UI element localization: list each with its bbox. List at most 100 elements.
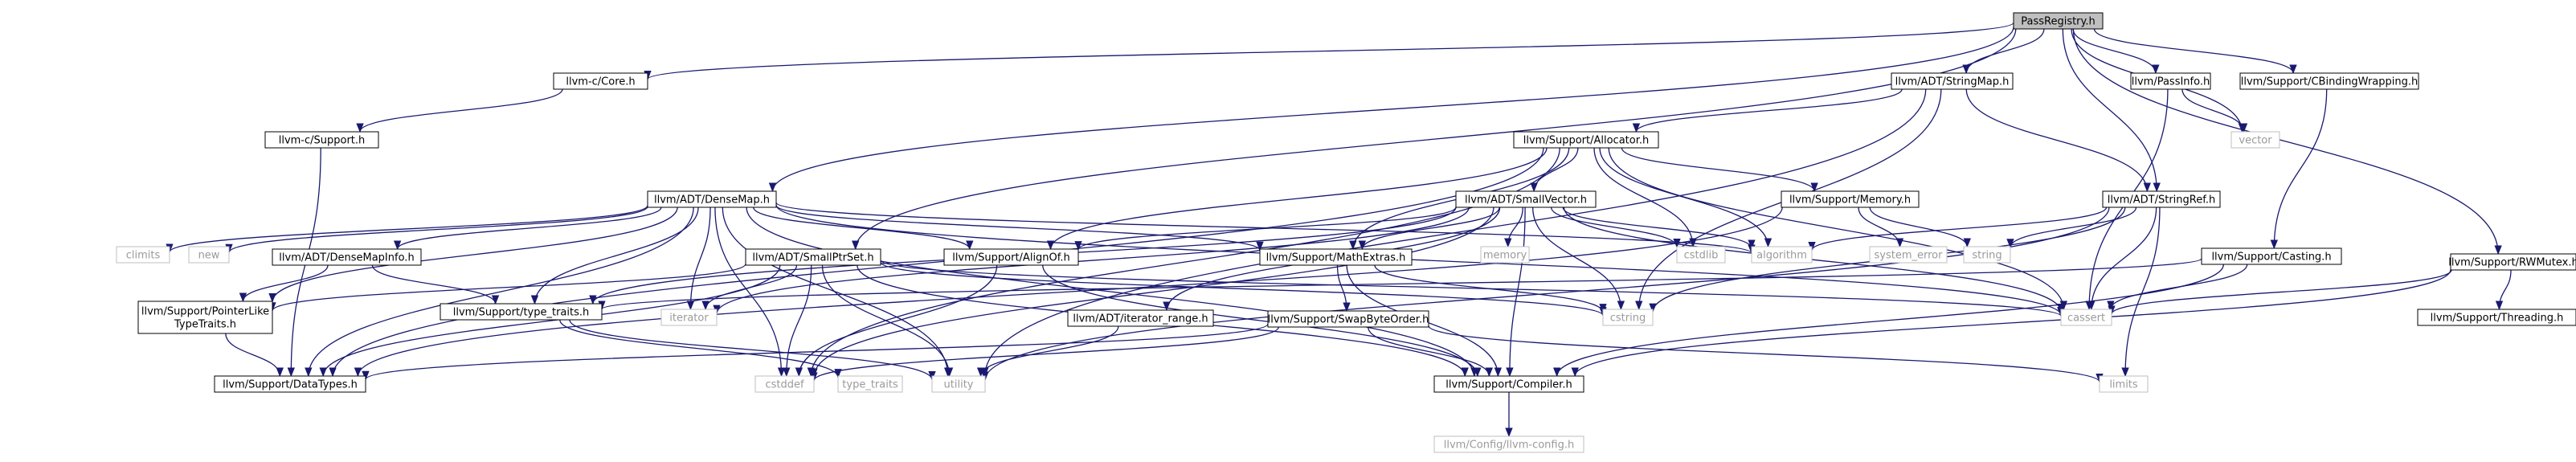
- edge-smallVector-to-cstdlib: [1550, 206, 1681, 248]
- node-box: [2450, 253, 2576, 271]
- node-cSupport[interactable]: llvm-c/Support.h: [264, 131, 379, 149]
- node-root[interactable]: PassRegistry.h: [2013, 12, 2104, 30]
- edge-stringRef-to-algorithm: [1808, 206, 2108, 251]
- node-box: [837, 375, 903, 393]
- edge-stringMap-to-allocator: [1632, 88, 1903, 133]
- node-rwMutex[interactable]: llvm/Support/RWMutex.h: [2448, 253, 2576, 271]
- node-iteratorRange[interactable]: llvm/ADT/iterator_range.h: [1067, 309, 1214, 327]
- node-dataTypes[interactable]: llvm/Support/DataTypes.h: [214, 375, 366, 393]
- edge-denseMapInfo-to-typeTraitsH: [371, 264, 500, 305]
- node-label: cstddef: [765, 379, 804, 391]
- edge-root-to-smallPtrSet: [852, 28, 2017, 251]
- node-label: new: [198, 250, 220, 262]
- edge-pointerLike-to-dataTypes: [225, 333, 284, 378]
- edge-root-to-stringMap: [1962, 28, 2045, 75]
- node-box: [1259, 248, 1413, 266]
- node-box: [2239, 72, 2419, 90]
- edge-cbinding-to-casting: [2270, 88, 2328, 250]
- node-box: [214, 375, 366, 393]
- node-label: llvm-c/Core.h: [566, 76, 635, 88]
- edges-layer: [166, 22, 2512, 438]
- edge-mathExtras-to-cstring: [1374, 264, 1607, 313]
- edge-allocator-to-smallVector: [1530, 147, 1579, 193]
- node-threading[interactable]: llvm/Support/Threading.h: [2417, 309, 2576, 326]
- node-box: [2230, 131, 2280, 149]
- node-box: [1480, 246, 1530, 264]
- node-vector: vector: [2230, 131, 2280, 149]
- node-label: llvm/Support/PointerLike: [141, 306, 269, 318]
- edge-swapByteOrder-to-limits: [1428, 325, 2104, 383]
- node-box: [2130, 72, 2211, 90]
- edge-denseMap-to-compiler: [746, 206, 1478, 378]
- node-memoryHdr: memory: [1480, 246, 1530, 264]
- node-label: llvm/ADT/DenseMapInfo.h: [279, 252, 414, 264]
- edge-smallPtrSet-to-pointerLike: [268, 263, 746, 312]
- node-smallVector[interactable]: llvm/ADT/SmallVector.h: [1455, 190, 1597, 208]
- node-box: [943, 248, 1079, 266]
- node-passInfo[interactable]: llvm/PassInfo.h: [2130, 72, 2211, 90]
- edge-stringRef-to-string: [2006, 206, 2137, 248]
- node-label: llvm/Support/AlignOf.h: [952, 252, 1070, 264]
- node-memory[interactable]: llvm/Support/Memory.h: [1781, 190, 1920, 208]
- node-typeTraitsH[interactable]: llvm/Support/type_traits.h: [440, 303, 603, 321]
- node-label: TypeTraits.h: [174, 319, 236, 331]
- node-box: [1781, 190, 1920, 208]
- node-label: llvm/ADT/SmallPtrSet.h: [752, 252, 873, 264]
- node-box: [745, 248, 881, 266]
- node-stringRef[interactable]: llvm/ADT/StringRef.h: [2102, 190, 2221, 208]
- node-cbinding[interactable]: llvm/Support/CBindingWrapping.h: [2239, 72, 2419, 90]
- edge-root-to-passInfo: [2072, 28, 2160, 75]
- edge-mathExtras-to-swapByteOrder: [1336, 264, 1351, 313]
- node-box: [647, 190, 777, 208]
- node-box: [440, 303, 603, 321]
- edge-smallPtrSet-to-utility: [821, 264, 954, 378]
- node-box: [1433, 435, 1584, 453]
- node-alignOf[interactable]: llvm/Support/AlignOf.h: [943, 248, 1079, 266]
- node-cCore[interactable]: llvm-c/Core.h: [553, 72, 648, 90]
- edge-denseMap-to-cstddef: [714, 206, 786, 378]
- node-allocator[interactable]: llvm/Support/Allocator.h: [1513, 131, 1659, 149]
- node-box: [1676, 246, 1726, 264]
- node-compiler[interactable]: llvm/Support/Compiler.h: [1433, 375, 1584, 393]
- node-denseMapInfo[interactable]: llvm/ADT/DenseMapInfo.h: [272, 248, 422, 266]
- edge-smallVector-to-memoryHdr: [1504, 206, 1523, 248]
- node-label: llvm/ADT/StringMap.h: [1895, 76, 2010, 88]
- node-box: [1067, 309, 1214, 327]
- node-label: llvm/Support/Compiler.h: [1445, 379, 1572, 391]
- node-box: [1891, 72, 2014, 90]
- node-label: cstdlib: [1684, 250, 1719, 262]
- edge-denseMap-to-iterator: [686, 206, 711, 311]
- node-label: iterator: [669, 313, 709, 325]
- edge-rwMutex-to-cassert: [2108, 269, 2452, 316]
- node-swapByteOrder[interactable]: llvm/Support/SwapByteOrder.h: [1267, 310, 1429, 328]
- edge-allocator-to-cstddef: [807, 147, 1560, 378]
- node-casting[interactable]: llvm/Support/Casting.h: [2201, 247, 2342, 265]
- node-box: [188, 246, 230, 264]
- node-llvmConfig: llvm/Config/llvm-config.h: [1433, 435, 1584, 453]
- edge-memory-to-string: [1869, 206, 1971, 248]
- edge-allocator-to-memory: [1621, 147, 1818, 193]
- edge-root-to-cCore: [644, 22, 2014, 80]
- node-box: [264, 131, 379, 149]
- edge-root-to-denseMap: [768, 27, 2014, 193]
- node-stringMap[interactable]: llvm/ADT/StringMap.h: [1891, 72, 2014, 90]
- edge-smallVector-to-cassert: [1563, 206, 2065, 313]
- node-smallPtrSet[interactable]: llvm/ADT/SmallPtrSet.h: [745, 248, 881, 266]
- node-mathExtras[interactable]: llvm/Support/MathExtras.h: [1259, 248, 1413, 266]
- edge-alignOf-to-compiler: [1042, 264, 1482, 378]
- edge-smallVector-to-algorithm: [1562, 206, 1756, 250]
- node-label: memory: [1483, 250, 1527, 262]
- edge-casting-to-typeTraitsH: [598, 258, 2202, 310]
- node-denseMap[interactable]: llvm/ADT/DenseMap.h: [647, 190, 777, 208]
- edge-typeTraitsH-to-utility: [569, 319, 936, 381]
- node-limits: limits: [2099, 375, 2149, 393]
- node-label: llvm/ADT/iterator_range.h: [1073, 313, 1208, 325]
- edge-swapByteOrder-to-dataTypes: [362, 323, 1269, 381]
- node-label: string: [1972, 250, 2002, 262]
- edge-cCore-to-cSupport: [356, 88, 563, 133]
- edge-smallPtrSet-to-cstring: [880, 261, 1607, 317]
- node-label: llvm/Support/SwapByteOrder.h: [1268, 314, 1429, 326]
- node-box: [1602, 309, 1654, 326]
